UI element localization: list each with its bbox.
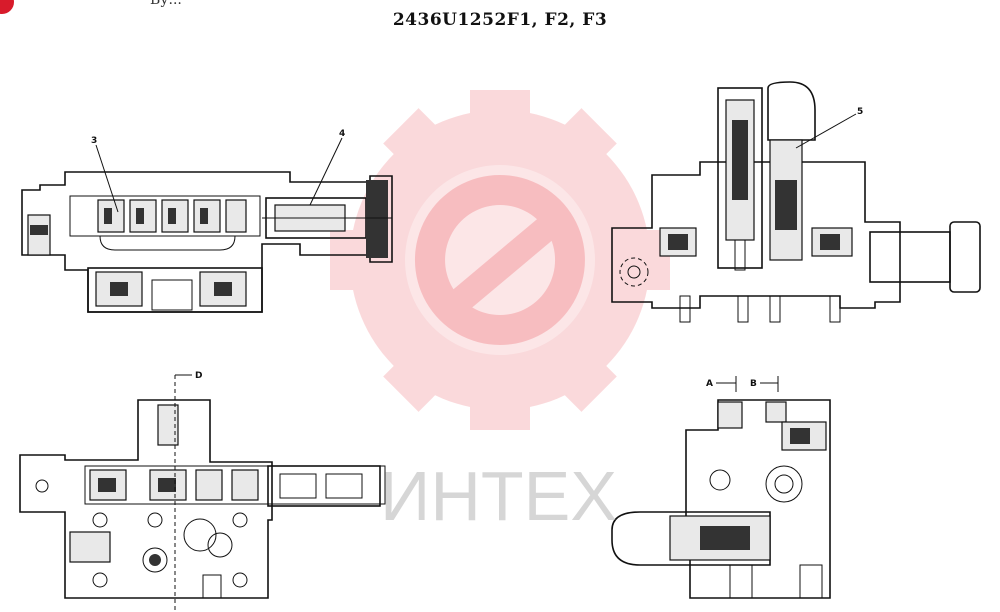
valve-side-section-view bbox=[21, 171, 393, 313]
section-mark-b: B bbox=[750, 376, 779, 392]
spool-lands bbox=[97, 199, 247, 233]
valve-end-section-view bbox=[611, 399, 831, 599]
watermark-gear-icon bbox=[330, 90, 670, 430]
callout-5: 5 bbox=[795, 107, 863, 149]
watermark-inner-ring bbox=[414, 175, 585, 346]
svg-text:A: A bbox=[706, 379, 713, 389]
section-mark-d: D bbox=[175, 371, 202, 381]
svg-text:5: 5 bbox=[857, 107, 863, 117]
watermark-text: ИНТЕХ bbox=[380, 457, 617, 535]
section-mark-a: A bbox=[706, 376, 737, 392]
callout-3: 3 bbox=[91, 136, 119, 213]
svg-text:3: 3 bbox=[91, 136, 97, 146]
drawing-title: 2436U1252F1, F2, F3 bbox=[392, 10, 608, 30]
valve-front-section-view bbox=[611, 81, 981, 323]
valve-top-view bbox=[19, 375, 386, 612]
svg-text:B: B bbox=[750, 379, 757, 389]
header-fragment: Бу... bbox=[150, 0, 182, 8]
callout-4: 4 bbox=[309, 129, 345, 206]
svg-text:4: 4 bbox=[339, 129, 345, 139]
watermark-wrench-icon bbox=[405, 165, 595, 355]
svg-text:D: D bbox=[195, 371, 202, 381]
